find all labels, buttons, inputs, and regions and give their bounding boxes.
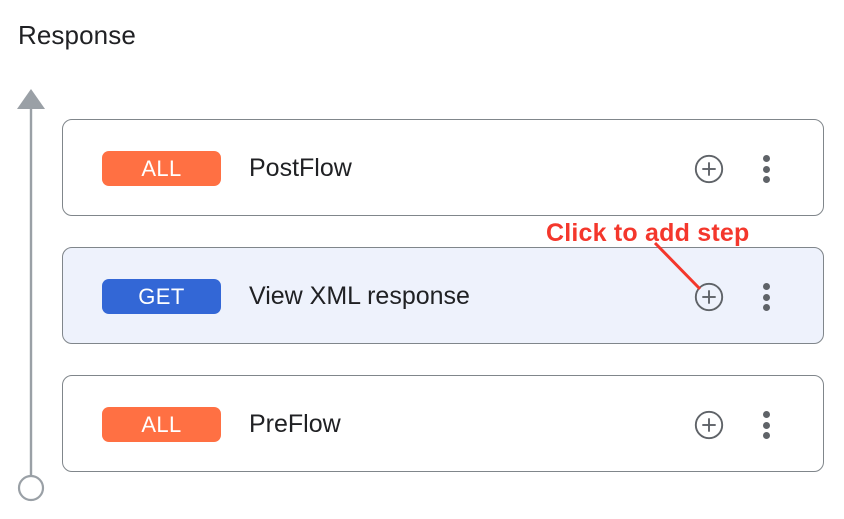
- verb-badge-all: ALL: [102, 407, 221, 442]
- circle-endpoint: [17, 474, 45, 502]
- dot: [762, 304, 770, 311]
- dot: [762, 421, 770, 429]
- more-vertical-icon[interactable]: [754, 409, 778, 441]
- plus-circle-icon[interactable]: [694, 154, 724, 184]
- dot: [762, 176, 770, 183]
- annotation-label: Click to add step: [546, 219, 750, 247]
- more-vertical-icon[interactable]: [754, 153, 778, 185]
- verb-badge-get: GET: [102, 279, 221, 314]
- plus-circle-icon[interactable]: [694, 282, 724, 312]
- dot: [762, 165, 770, 173]
- step-label: View XML response: [249, 282, 470, 310]
- dot: [762, 411, 770, 418]
- verb-badge-all: ALL: [102, 151, 221, 186]
- step-row-preflow[interactable]: ALL PreFlow: [62, 375, 824, 472]
- step-label: PreFlow: [249, 410, 341, 438]
- dot: [762, 432, 770, 439]
- flow-direction-rail: [0, 80, 64, 514]
- more-vertical-icon[interactable]: [754, 281, 778, 313]
- page-title: Response: [18, 20, 136, 50]
- dot: [762, 155, 770, 162]
- flow-steps-list: ALL PostFlow GET View XML response: [62, 119, 824, 503]
- step-label: PostFlow: [249, 154, 352, 182]
- step-row-view-xml-response[interactable]: GET View XML response: [62, 247, 824, 344]
- dot: [762, 293, 770, 301]
- plus-circle-icon[interactable]: [694, 410, 724, 440]
- step-row-postflow[interactable]: ALL PostFlow: [62, 119, 824, 216]
- dot: [762, 283, 770, 290]
- upward-arrow-rail: [17, 89, 45, 476]
